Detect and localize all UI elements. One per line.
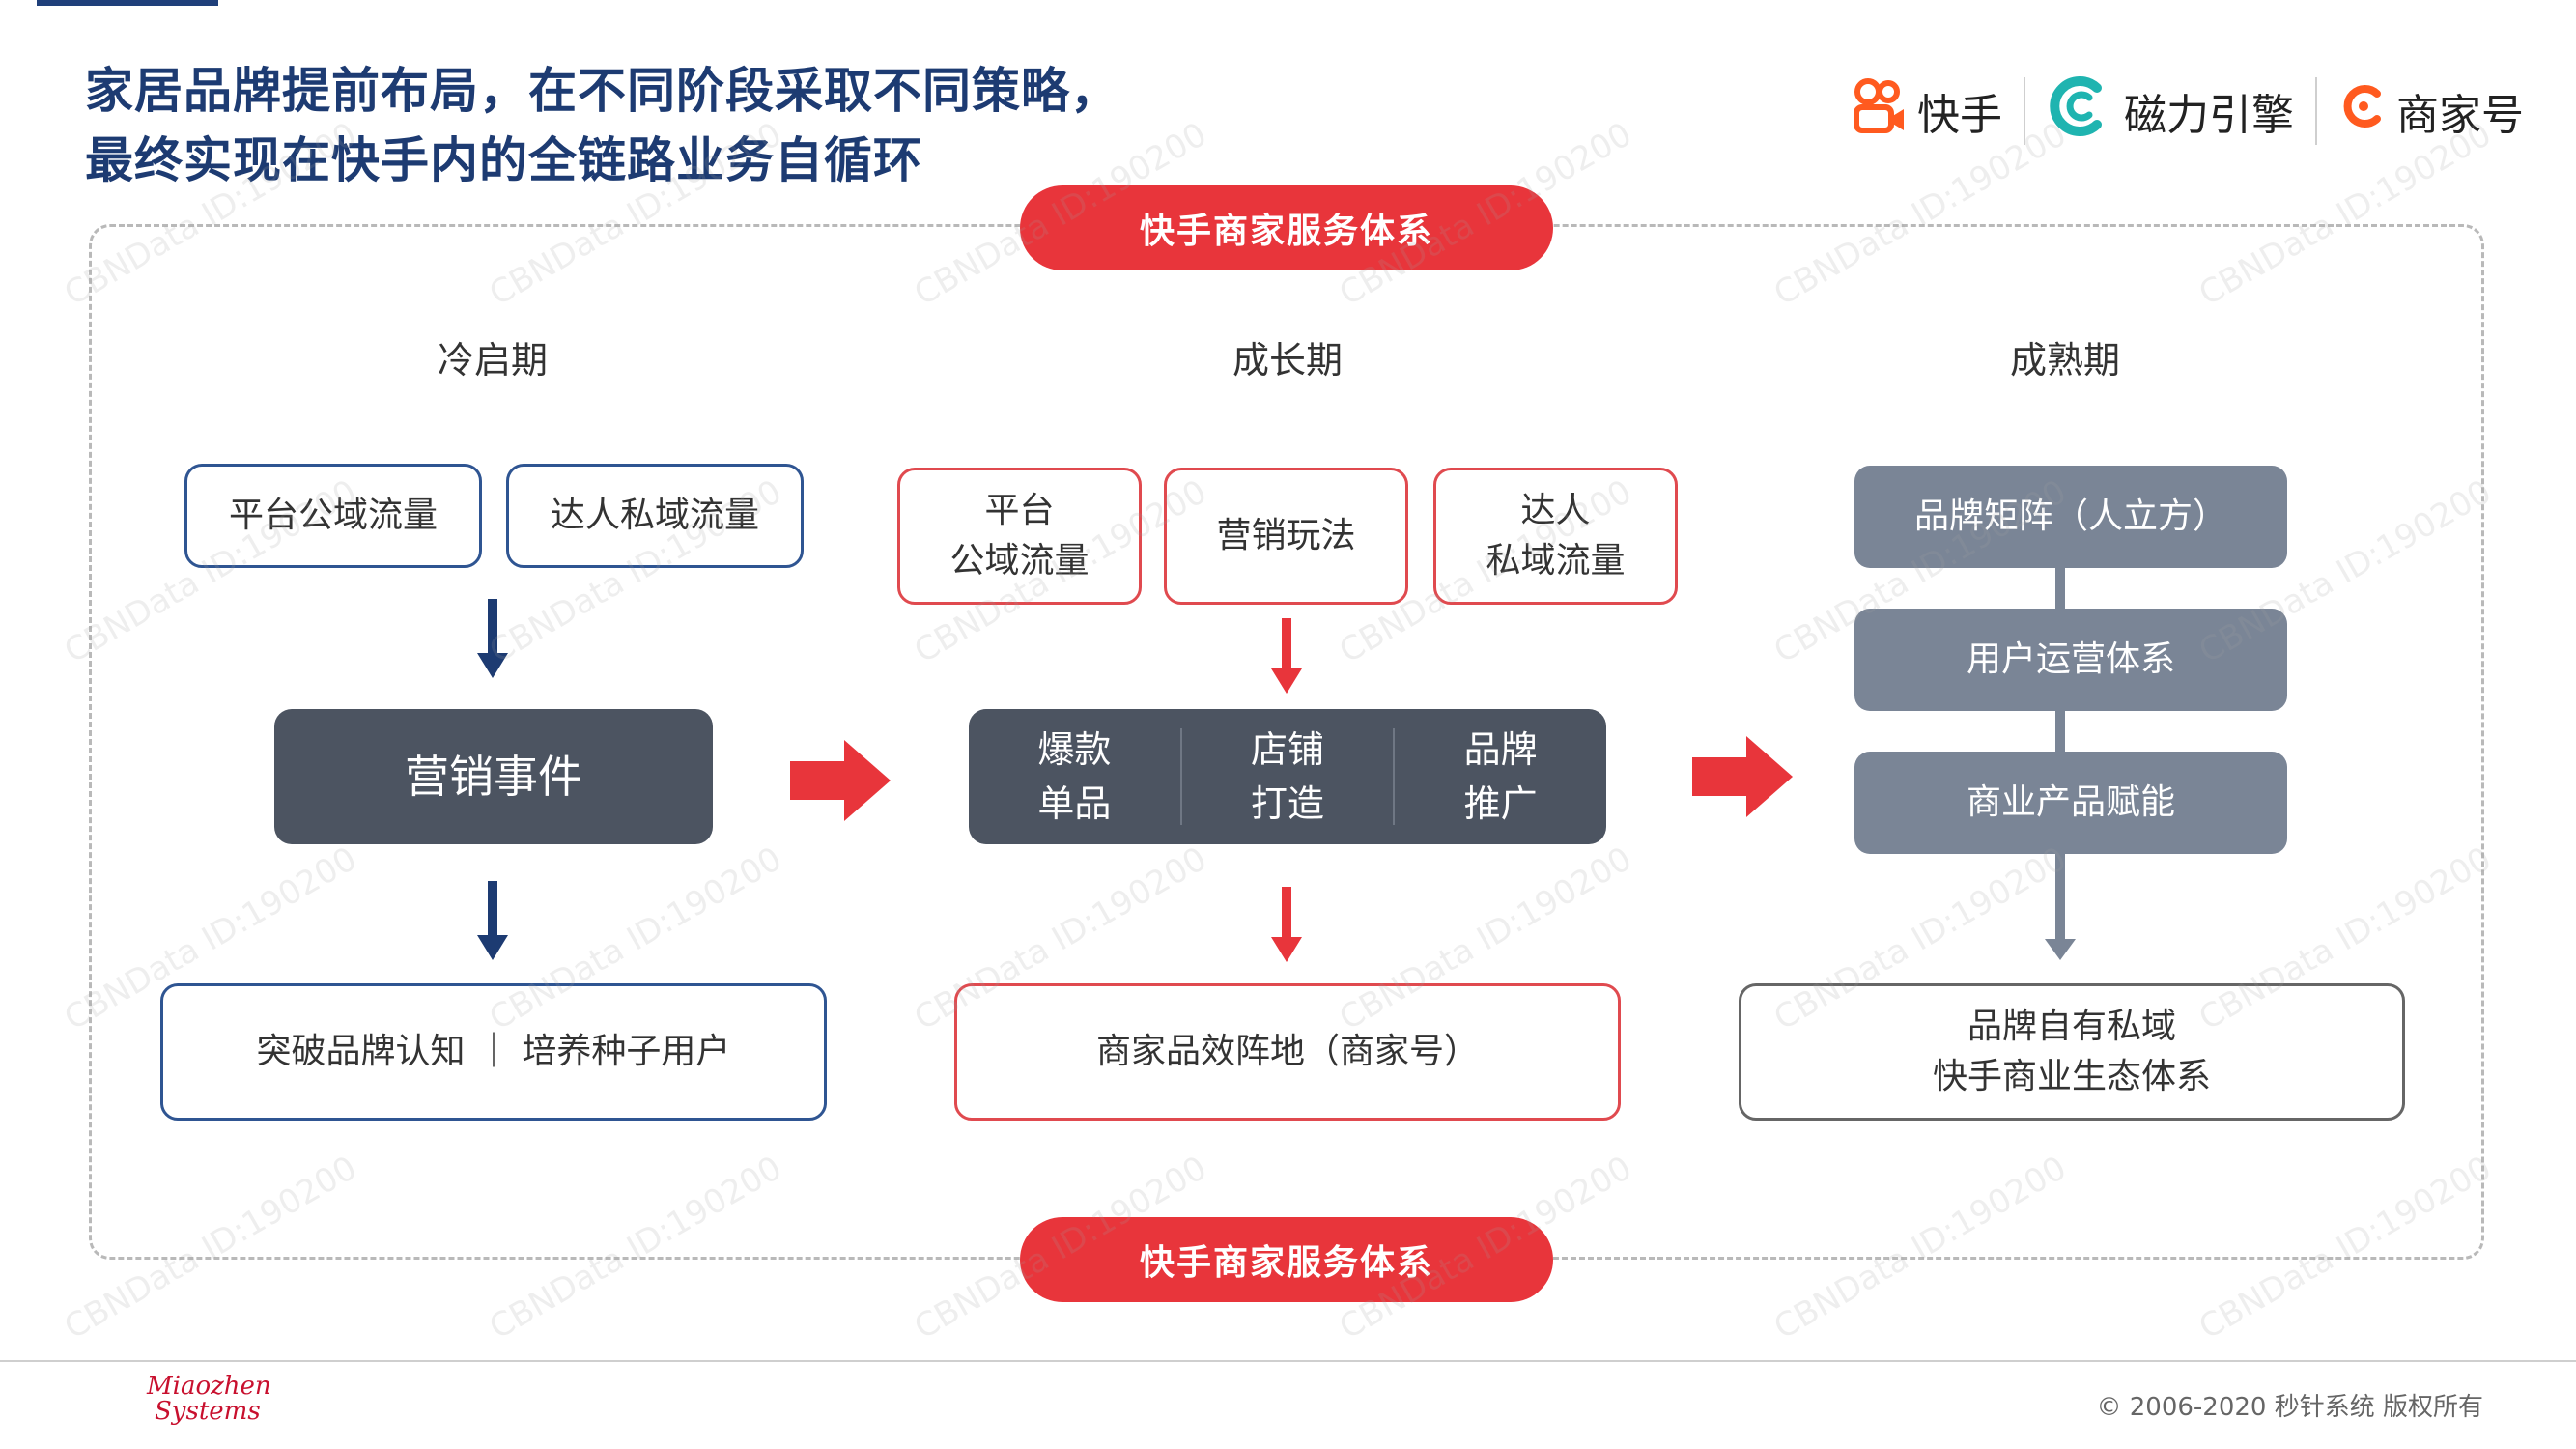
top-accent-bar <box>37 0 218 6</box>
growth-result: 商家品效阵地（商家号） <box>954 983 1621 1121</box>
growth-source-private-traffic: 达人 私域流量 <box>1433 468 1678 605</box>
cold-core-marketing-event: 营销事件 <box>274 709 713 844</box>
growth-core-store-building-line1: 店铺 <box>1251 728 1325 771</box>
mature-step-user-operation: 用户运营体系 <box>1854 609 2287 711</box>
miaozhen-logo: Miaozhen Systems <box>147 1374 271 1424</box>
growth-arrow-down-1 <box>1271 618 1302 694</box>
growth-result-label: 商家品效阵地（商家号） <box>1095 1032 1479 1071</box>
growth-core-store-building-line2: 打造 <box>1251 782 1325 825</box>
cold-arrow-down-2 <box>477 881 508 960</box>
cold-arrow-down-1 <box>477 599 508 678</box>
service-system-pill-top-label: 快手商家服务体系 <box>1139 212 1433 251</box>
service-system-pill-bottom: 快手商家服务体系 <box>1020 1217 1553 1302</box>
growth-core-brand-promotion: 品牌 推广 <box>1395 723 1606 831</box>
miaozhen-logo-line2: Systems <box>155 1397 261 1426</box>
kuaishou-logo: 快手 <box>1852 77 2002 145</box>
growth-core-divider <box>1179 728 1182 825</box>
magnetic-engine-logo: 磁力引擎 <box>2047 72 2294 151</box>
mature-step-brand-matrix-label: 品牌矩阵（人立方） <box>1913 497 2227 536</box>
growth-core-divider <box>1393 728 1396 825</box>
cold-source-private-traffic-label: 达人私域流量 <box>550 496 759 535</box>
mature-step-commercial-products: 商业产品赋能 <box>1854 752 2287 854</box>
cold-source-private-traffic: 达人私域流量 <box>506 464 804 568</box>
growth-core-hot-product-line2: 单品 <box>1037 782 1112 825</box>
growth-source-private-traffic-line1: 达人 <box>1520 491 1591 530</box>
service-system-pill-top: 快手商家服务体系 <box>1020 185 1553 270</box>
growth-core-store-building: 店铺 打造 <box>1182 723 1394 831</box>
kuaishou-logo-text: 快手 <box>1917 91 2002 140</box>
page-title: 家居品牌提前布局，在不同阶段采取不同策略， 最终实现在快手内的全链路业务自循环 <box>85 56 1119 195</box>
growth-source-public-traffic: 平台 公域流量 <box>897 468 1142 605</box>
stage-title-growth: 成长期 <box>1231 339 1343 382</box>
merchant-account-logo-icon <box>2338 82 2387 141</box>
growth-source-marketing-gameplay: 营销玩法 <box>1164 468 1408 605</box>
page-title-line1: 家居品牌提前布局，在不同阶段采取不同策略， <box>85 63 1119 119</box>
partner-logos: 快手 磁力引擎 商家号 <box>1852 68 2524 155</box>
logo-divider <box>2024 77 2025 145</box>
growth-source-public-traffic-line1: 平台 <box>984 491 1055 530</box>
mature-result: 品牌自有私域 快手商业生态体系 <box>1739 983 2405 1121</box>
page-title-line2: 最终实现在快手内的全链路业务自循环 <box>85 132 922 188</box>
merchant-account-logo-text: 商家号 <box>2396 91 2524 140</box>
growth-source-marketing-gameplay-label: 营销玩法 <box>1216 516 1356 555</box>
cold-result: 突破品牌认知 ｜ 培养种子用户 <box>160 983 827 1121</box>
mature-step-brand-matrix: 品牌矩阵（人立方） <box>1854 466 2287 568</box>
stage-transition-arrow-1 <box>790 740 891 821</box>
growth-arrow-down-2 <box>1271 887 1302 962</box>
growth-core-brand-promotion-line1: 品牌 <box>1463 728 1538 771</box>
stage-title-cold-start: 冷启期 <box>437 339 548 382</box>
growth-core-hot-product: 爆款 单品 <box>969 723 1180 831</box>
mature-result-line1: 品牌自有私域 <box>1967 1007 2176 1046</box>
service-system-pill-bottom-label: 快手商家服务体系 <box>1139 1243 1433 1283</box>
footer-divider <box>0 1360 2576 1362</box>
growth-core-hot-product-line1: 爆款 <box>1037 728 1112 771</box>
cold-source-public-traffic: 平台公域流量 <box>184 464 482 568</box>
mature-step-user-operation-label: 用户运营体系 <box>1966 639 2175 679</box>
cold-source-public-traffic-label: 平台公域流量 <box>228 496 438 535</box>
growth-core-strategies: 爆款 单品 店铺 打造 品牌 推广 <box>969 709 1606 844</box>
copyright-text: © 2006-2020 秒针系统 版权所有 <box>2096 1393 2483 1422</box>
stage-transition-arrow-2 <box>1692 736 1793 817</box>
stage-title-mature: 成熟期 <box>2009 339 2120 382</box>
growth-source-private-traffic-line2: 私域流量 <box>1486 541 1626 581</box>
magnetic-engine-logo-text: 磁力引擎 <box>2124 91 2294 140</box>
kuaishou-logo-icon <box>1852 77 1908 145</box>
magnetic-engine-logo-icon <box>2047 72 2114 151</box>
growth-source-public-traffic-line2: 公域流量 <box>949 541 1090 581</box>
mature-step-commercial-products-label: 商业产品赋能 <box>1966 782 2175 822</box>
mature-arrow-head <box>2045 939 2076 960</box>
cold-result-label: 突破品牌认知 ｜ 培养种子用户 <box>256 1032 731 1071</box>
miaozhen-logo-line1: Miaozhen <box>147 1372 271 1401</box>
mature-result-line2: 快手商业生态体系 <box>1932 1057 2211 1096</box>
logo-divider <box>2315 77 2317 145</box>
merchant-account-logo: 商家号 <box>2338 80 2524 142</box>
growth-core-brand-promotion-line2: 推广 <box>1463 782 1538 825</box>
cold-core-marketing-event-label: 营销事件 <box>405 751 582 803</box>
